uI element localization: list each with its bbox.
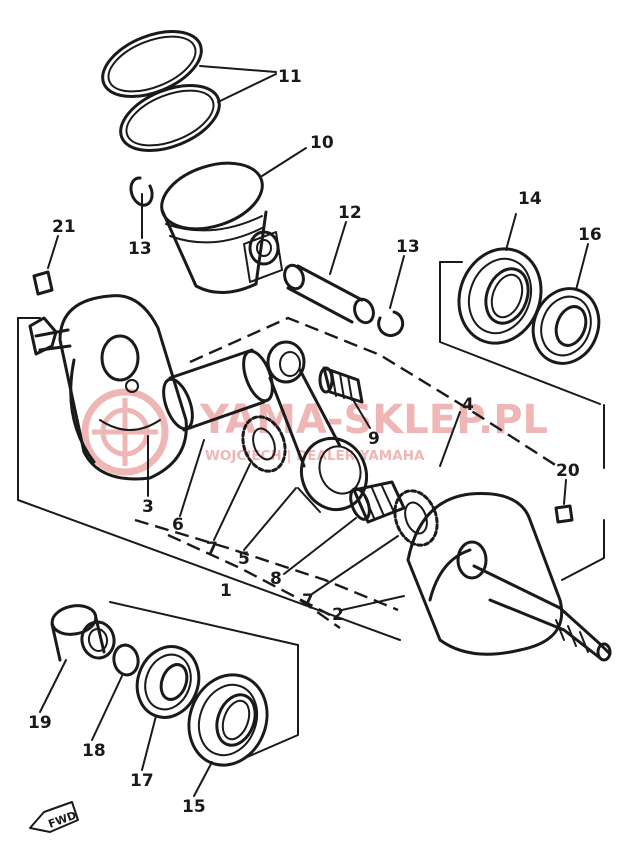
callout-12: 12 [338, 203, 362, 223]
piston-pin [283, 263, 375, 325]
watermark-subtitle: WOJCIECH | DEALER YAMAHA [205, 448, 425, 464]
callout-13-right: 13 [396, 237, 420, 257]
callout-16: 16 [578, 225, 602, 245]
bearing-15 [187, 673, 269, 767]
arrow-left-icon [29, 801, 79, 833]
callout-3: 3 [142, 497, 154, 517]
callout-11: 11 [278, 67, 302, 87]
piston-rings [101, 30, 221, 152]
callout-5: 5 [238, 549, 250, 569]
crank-wheel-right [406, 492, 612, 662]
fwd-marker: FWD [29, 801, 79, 833]
callout-20: 20 [556, 461, 580, 481]
piston-pin-clip-left [129, 176, 154, 207]
callout-19: 19 [28, 713, 52, 733]
callout-7-right: 7 [302, 591, 314, 611]
assembly-dash-lines [134, 316, 561, 629]
crank-wheel-left [28, 294, 188, 481]
piston-pin-clip-right [377, 310, 405, 338]
callout-4: 4 [462, 395, 474, 415]
oil-seal-16 [531, 287, 601, 365]
bearing-14 [457, 247, 543, 345]
connecting-rod [266, 340, 368, 513]
o-ring-18 [112, 643, 140, 677]
leader-lines [39, 65, 589, 797]
callout-14: 14 [518, 189, 542, 209]
callout-8: 8 [270, 569, 282, 589]
callout-9: 9 [368, 429, 380, 449]
bushing-19 [50, 604, 116, 662]
callout-6: 6 [172, 515, 184, 535]
callout-7-left: 7 [206, 539, 218, 559]
needle-bearing-big [349, 480, 406, 524]
callout-2: 2 [332, 605, 344, 625]
callout-15: 15 [182, 797, 206, 817]
callout-17: 17 [130, 771, 154, 791]
watermark-logo [81, 388, 169, 476]
callout-13-left: 13 [128, 239, 152, 259]
callout-10: 10 [310, 133, 334, 153]
assembly-outline [17, 261, 605, 759]
oil-seal-17 [135, 645, 201, 719]
woodruff-key-20 [554, 504, 574, 524]
needle-bearing-small [318, 366, 364, 404]
callout-labels: 11 10 12 13 13 14 16 21 4 9 3 6 7 5 8 1 … [28, 67, 602, 817]
callout-1: 1 [220, 581, 232, 601]
thrust-washer-left [241, 415, 287, 473]
callout-18: 18 [82, 741, 106, 761]
callout-21: 21 [52, 217, 76, 237]
thrust-washer-right [393, 489, 439, 547]
piston [160, 161, 283, 295]
woodruff-key-21 [32, 270, 54, 296]
